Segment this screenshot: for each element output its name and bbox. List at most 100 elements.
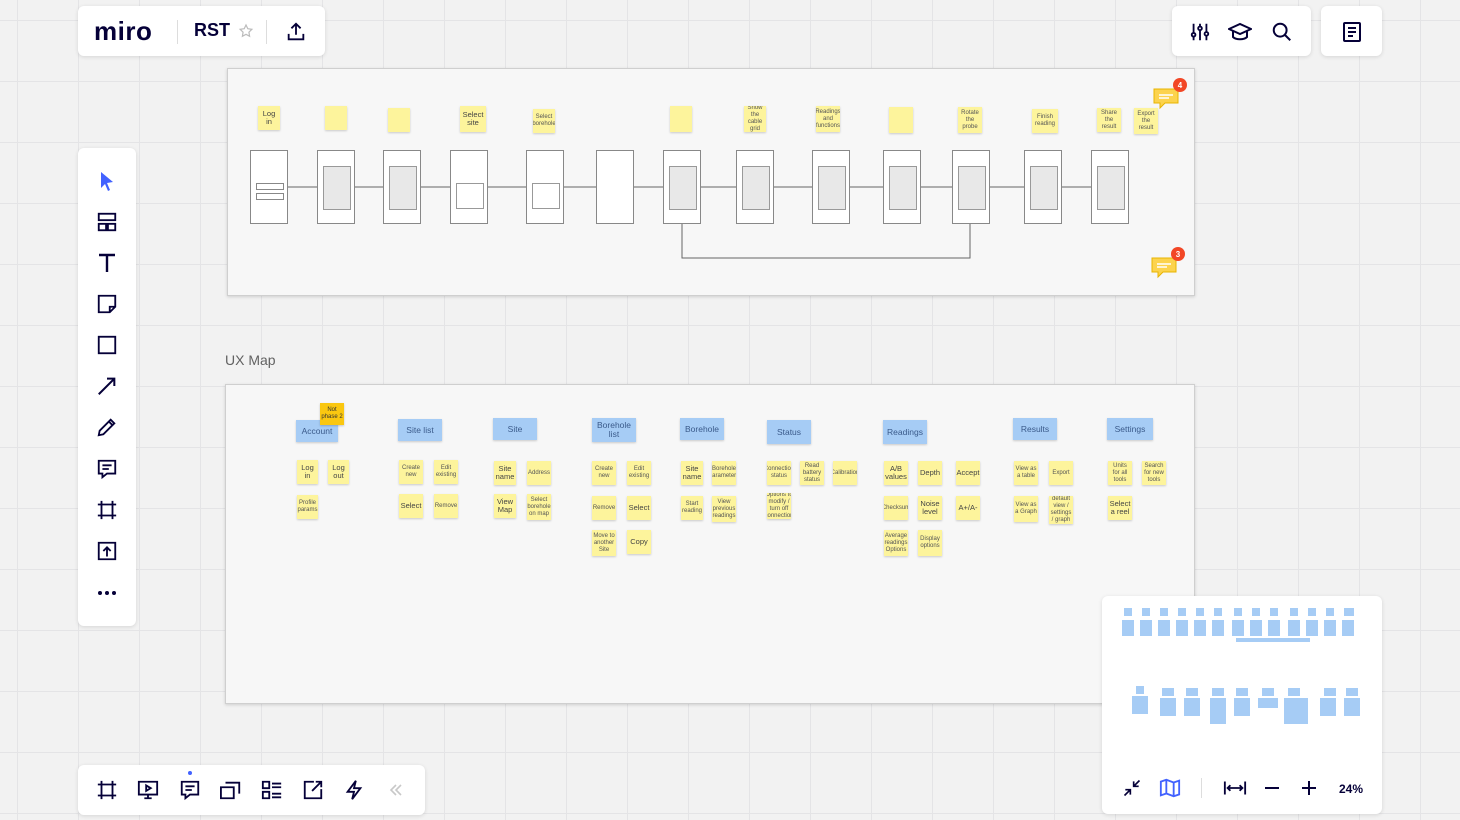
- ux-sticky[interactable]: Select borehole on map: [527, 494, 551, 520]
- ux-sticky[interactable]: Remove: [434, 494, 458, 518]
- flow-sticky-login[interactable]: Log in: [258, 106, 280, 130]
- ux-sticky[interactable]: Connection status: [767, 461, 791, 485]
- ux-sticky[interactable]: View previous readings: [712, 496, 736, 522]
- ux-sticky[interactable]: Noise level: [918, 496, 942, 520]
- ux-sticky[interactable]: Search for new tools: [1142, 461, 1166, 485]
- templates-icon[interactable]: [92, 207, 122, 237]
- ux-sticky[interactable]: Set default view / settings / graph opti…: [1049, 496, 1073, 524]
- ux-header-results[interactable]: Results: [1013, 418, 1057, 440]
- ux-header-readings[interactable]: Readings: [883, 420, 927, 444]
- ux-sticky[interactable]: Log in: [297, 460, 318, 484]
- flow-sticky-show-cable-grid[interactable]: Show the cable grid: [744, 106, 766, 132]
- comment-bubble[interactable]: [1151, 257, 1177, 279]
- ux-sticky[interactable]: Units for all tools: [1108, 461, 1132, 485]
- ux-header-status[interactable]: Status: [767, 420, 811, 444]
- wireframe-screen[interactable]: [1091, 150, 1129, 224]
- comment-icon[interactable]: [92, 454, 122, 484]
- ux-header-borehole-list[interactable]: Borehole list: [592, 418, 636, 442]
- ux-sticky[interactable]: View as a table: [1014, 461, 1038, 485]
- more-icon[interactable]: [92, 578, 122, 608]
- ux-sticky[interactable]: Export: [1049, 461, 1073, 485]
- ux-sticky[interactable]: Checksum: [884, 496, 908, 520]
- flow-sticky-share-result[interactable]: Share the result: [1097, 108, 1121, 132]
- arrow-line-icon[interactable]: [92, 371, 122, 401]
- search-icon[interactable]: [1268, 18, 1296, 46]
- ux-sticky[interactable]: View Map: [494, 494, 516, 518]
- ux-sticky[interactable]: Move to another Site: [592, 530, 616, 556]
- ux-sticky[interactable]: A/B values: [884, 461, 908, 485]
- frames-icon[interactable]: [92, 775, 122, 805]
- flow-sticky-readings-functions[interactable]: Readings and functions: [816, 106, 840, 132]
- flow-sticky[interactable]: [670, 106, 692, 132]
- ux-sticky[interactable]: Options to modify / turn off connection: [767, 493, 791, 519]
- presentation-icon[interactable]: [133, 775, 163, 805]
- wireframe-screen[interactable]: [736, 150, 774, 224]
- star-icon[interactable]: [236, 21, 256, 41]
- ux-sticky[interactable]: Site name: [681, 461, 703, 485]
- minimap-viewport[interactable]: [1122, 606, 1362, 766]
- select-cursor-icon[interactable]: [92, 166, 122, 196]
- ux-sticky[interactable]: Address: [527, 461, 551, 485]
- ux-header-settings[interactable]: Settings: [1107, 418, 1153, 440]
- ux-header-site-list[interactable]: Site list: [398, 419, 442, 441]
- wireframe-screen[interactable]: [383, 150, 421, 224]
- wireframe-screen[interactable]: [596, 150, 634, 224]
- comments-list-icon[interactable]: [175, 775, 205, 805]
- ux-sticky[interactable]: Read battery status: [800, 461, 824, 485]
- pen-icon[interactable]: [92, 412, 122, 442]
- board-name[interactable]: RST: [194, 20, 230, 40]
- ux-sticky[interactable]: Copy: [627, 530, 651, 554]
- miro-logo[interactable]: miro: [94, 16, 153, 46]
- ux-sticky[interactable]: Average readings Options: [884, 530, 908, 556]
- flow-sticky-select-borehole[interactable]: Select borehole: [533, 109, 555, 133]
- ux-sticky[interactable]: Accept: [956, 461, 980, 485]
- ux-sticky[interactable]: Edit existing: [434, 460, 458, 484]
- exit-fullscreen-icon[interactable]: [1120, 776, 1144, 800]
- wireframe-screen[interactable]: [450, 150, 488, 224]
- zoom-in-icon[interactable]: [1297, 776, 1321, 800]
- ux-sticky[interactable]: Start reading: [681, 496, 703, 520]
- ux-sticky[interactable]: Depth: [918, 461, 942, 485]
- flow-sticky-finish-reading[interactable]: Finish reading: [1032, 109, 1058, 133]
- flow-sticky-select-site[interactable]: Select site: [460, 106, 486, 132]
- wireframe-screen[interactable]: [526, 150, 564, 224]
- notes-list-icon[interactable]: [1338, 18, 1366, 46]
- cards-icon[interactable]: [216, 775, 246, 805]
- wireframe-screen[interactable]: [663, 150, 701, 224]
- fit-width-icon[interactable]: [1222, 776, 1248, 800]
- wireframe-screen[interactable]: [317, 150, 355, 224]
- frame-icon[interactable]: [92, 495, 122, 525]
- ux-sticky[interactable]: Edit existing: [627, 461, 651, 485]
- comment-bubble[interactable]: [1153, 88, 1179, 110]
- flow-sticky[interactable]: [388, 108, 410, 132]
- ux-header-site[interactable]: Site: [493, 418, 537, 440]
- upload-icon[interactable]: [92, 536, 122, 566]
- ux-sticky[interactable]: Profile params: [297, 495, 318, 519]
- wireframe-screen[interactable]: [952, 150, 990, 224]
- sticky-note-icon[interactable]: [92, 289, 122, 319]
- ux-sticky[interactable]: A+/A-: [956, 496, 980, 520]
- learning-cap-icon[interactable]: [1226, 18, 1254, 46]
- zoom-out-icon[interactable]: [1260, 776, 1284, 800]
- ux-sticky[interactable]: Calibration: [833, 461, 857, 485]
- settings-sliders-icon[interactable]: [1186, 18, 1214, 46]
- ux-callout-not-phase-2[interactable]: Not phase 2: [320, 403, 344, 425]
- wireframe-screen[interactable]: [883, 150, 921, 224]
- activity-icon[interactable]: [339, 775, 369, 805]
- wireframe-screen[interactable]: [1024, 150, 1062, 224]
- ux-header-borehole[interactable]: Borehole: [680, 418, 724, 440]
- ux-sticky[interactable]: View as a Graph: [1014, 496, 1038, 522]
- ux-sticky[interactable]: Site name: [494, 461, 516, 485]
- ux-sticky[interactable]: Select a reel: [1108, 496, 1132, 520]
- ux-sticky[interactable]: Create new: [592, 461, 616, 485]
- ux-sticky[interactable]: Select: [399, 494, 423, 518]
- flow-sticky[interactable]: [325, 106, 347, 130]
- map-icon[interactable]: [1158, 776, 1182, 800]
- wireframe-screen[interactable]: [250, 150, 288, 224]
- flow-sticky-rotate-probe[interactable]: Rotate the probe: [958, 107, 982, 133]
- collapse-icon[interactable]: [381, 775, 411, 805]
- ux-sticky[interactable]: Display options: [918, 530, 942, 556]
- shape-icon[interactable]: [92, 330, 122, 360]
- ux-sticky[interactable]: Borehole parameters: [712, 461, 736, 485]
- zoom-level[interactable]: 24%: [1339, 782, 1364, 796]
